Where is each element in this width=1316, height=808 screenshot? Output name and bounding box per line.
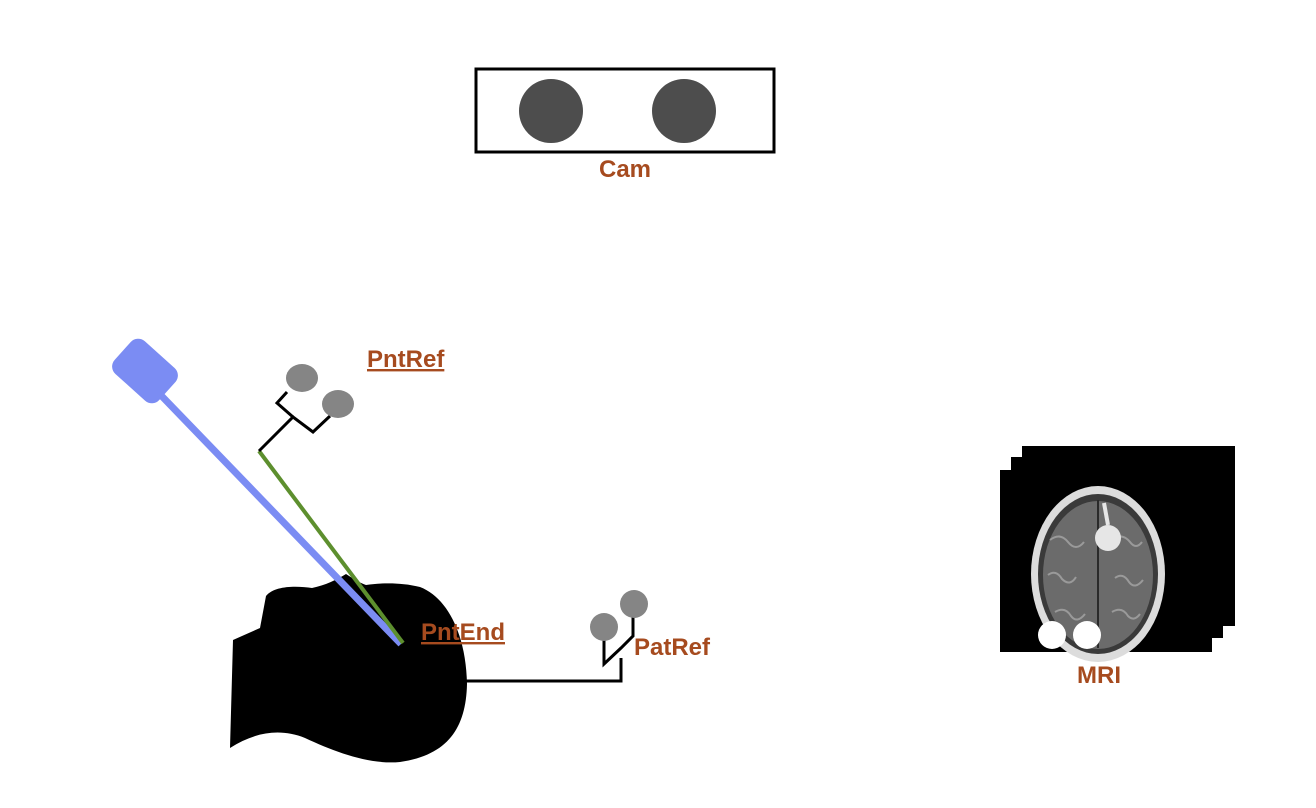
pointer-end-label: PntEnd — [421, 619, 505, 646]
pointer-reference-frame — [257, 364, 354, 453]
head-silhouette — [230, 574, 467, 763]
pointer-reference-label: PntRef — [367, 346, 445, 373]
camera-label: Cam — [599, 156, 651, 183]
camera — [474, 67, 776, 154]
pointer-shaft — [149, 383, 404, 647]
pointer-handle — [112, 338, 178, 404]
pointer-reference-arms — [257, 414, 332, 453]
mri-lesion — [1095, 525, 1121, 551]
patient-reference-arms — [602, 616, 635, 668]
patient-reference-sphere-2 — [620, 590, 648, 618]
patient-reference-sphere-1 — [590, 613, 618, 641]
pointer-reference-sphere-2 — [322, 390, 354, 418]
camera-lens-right — [652, 79, 716, 143]
mri-gyri — [1047, 535, 1144, 621]
mri-image-stack — [1000, 446, 1235, 662]
pointer-tip-line — [257, 449, 405, 645]
patient-reference-label: PatRef — [634, 634, 711, 661]
mri-marker-1 — [1038, 621, 1066, 649]
mri-label: MRI — [1077, 662, 1121, 689]
pointer-tool — [112, 338, 404, 647]
pointer-reference-sphere-1 — [286, 364, 318, 392]
mri-lesion-stalk — [1102, 502, 1110, 526]
patient-reference-rod — [465, 658, 623, 683]
mri-marker-2 — [1073, 621, 1101, 649]
pointer-reference-arm-upper — [274, 390, 294, 419]
camera-lens-left — [519, 79, 583, 143]
patient-reference-frame — [465, 590, 648, 683]
